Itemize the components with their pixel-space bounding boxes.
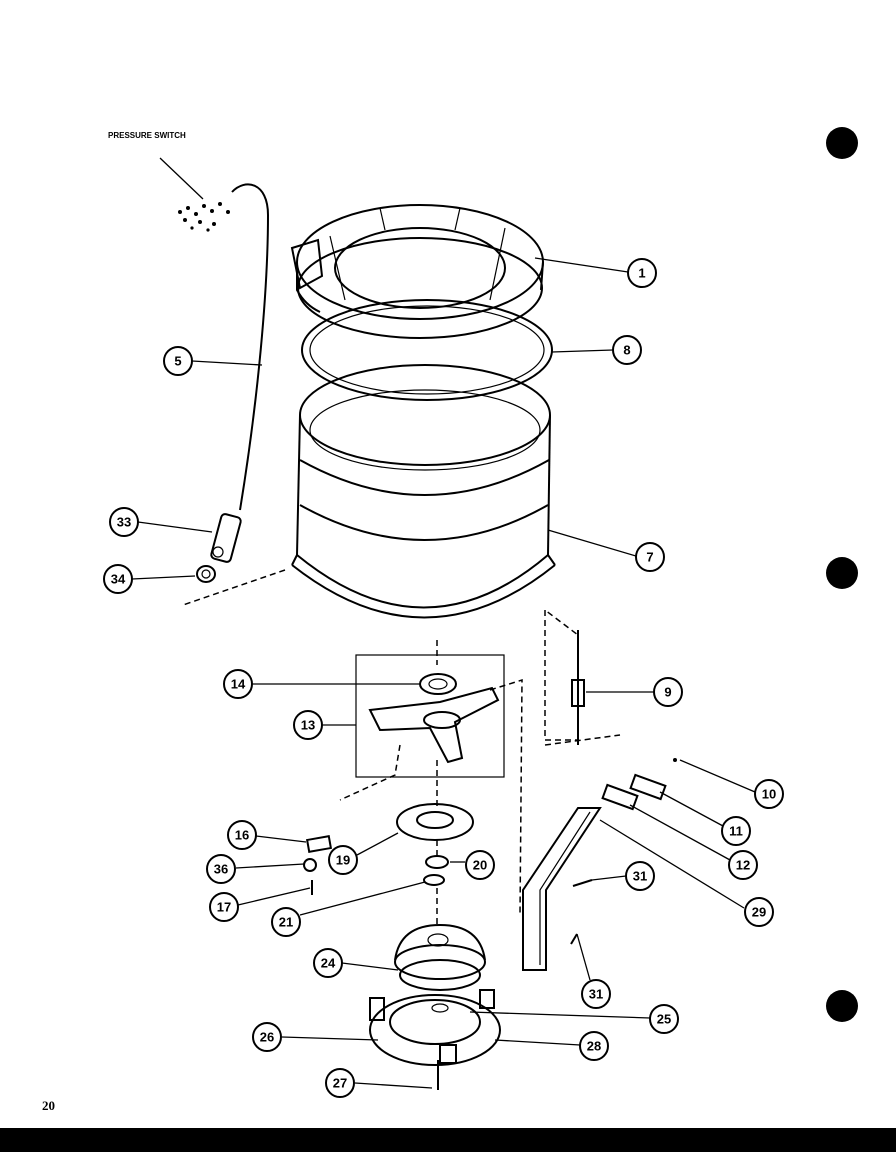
binder-hole-middle: [826, 557, 858, 589]
washer-lower: [423, 874, 445, 886]
seal: [396, 803, 474, 841]
hose-dash-line: [182, 569, 286, 606]
tub: [291, 364, 556, 619]
svg-text:16: 16: [235, 828, 249, 843]
hose-fitting: [210, 513, 242, 563]
hub: [394, 923, 486, 991]
hose: [231, 183, 270, 511]
svg-text:36: 36: [214, 862, 228, 877]
page-number: 20: [42, 1098, 55, 1113]
screw-31-bottom: [570, 933, 578, 945]
svg-text:9: 9: [664, 685, 671, 700]
svg-text:21: 21: [279, 915, 293, 930]
callout-19: 19: [328, 845, 358, 875]
hub-bracket-box: [355, 654, 505, 778]
svg-text:14: 14: [231, 677, 246, 692]
callout-9: 9: [653, 677, 683, 707]
callout-25: 25: [649, 1004, 679, 1034]
callout-31-bottom: 31: [581, 979, 611, 1009]
pressure-switch-leader: [159, 157, 204, 200]
pressure-switch-label: PRESSURE SWITCH: [108, 131, 186, 140]
washer: [425, 855, 449, 869]
svg-text:28: 28: [587, 1039, 601, 1054]
svg-text:11: 11: [729, 824, 743, 839]
binder-hole-top: [826, 127, 858, 159]
pressure-switch-dots: [178, 202, 230, 232]
grommet: [303, 858, 317, 872]
svg-text:26: 26: [260, 1030, 274, 1045]
callout-16: 16: [227, 820, 257, 850]
scan-edge: [0, 1128, 896, 1152]
wire-dash-2: [544, 734, 621, 746]
callout-7: 7: [635, 542, 665, 572]
svg-text:17: 17: [217, 900, 231, 915]
svg-text:31: 31: [633, 869, 647, 884]
svg-text:19: 19: [336, 853, 350, 868]
bracket-12: [601, 783, 639, 811]
bracket-dash: [339, 744, 401, 801]
svg-text:1: 1: [638, 266, 645, 281]
svg-text:20: 20: [473, 858, 487, 873]
svg-text:29: 29: [752, 905, 766, 920]
tub-ring: [290, 204, 544, 339]
callout-24: 24: [313, 948, 343, 978]
svg-text:33: 33: [117, 515, 131, 530]
callout-8: 8: [612, 335, 642, 365]
callout-34: 34: [103, 564, 133, 594]
callout-17: 17: [209, 892, 239, 922]
svg-text:31: 31: [589, 987, 603, 1002]
base: [369, 989, 501, 1066]
nut: [196, 565, 216, 583]
callout-20: 20: [465, 850, 495, 880]
clip: [305, 835, 333, 853]
svg-text:27: 27: [333, 1076, 347, 1091]
svg-text:8: 8: [623, 343, 630, 358]
leader-lines: [131, 257, 756, 1089]
callout-12: 12: [728, 850, 758, 880]
wire-dash: [544, 609, 579, 741]
callout-36: 36: [206, 854, 236, 884]
callout-28: 28: [579, 1031, 609, 1061]
gasket: [301, 299, 553, 401]
callout-5: 5: [163, 346, 193, 376]
callout-10: 10: [754, 779, 784, 809]
screw-31-top: [572, 879, 593, 887]
svg-text:10: 10: [762, 787, 776, 802]
svg-text:34: 34: [111, 572, 126, 587]
leg: [522, 807, 602, 971]
callout-21: 21: [271, 907, 301, 937]
svg-text:24: 24: [321, 956, 336, 971]
wire-connector: [571, 679, 585, 707]
right-dash: [489, 678, 523, 916]
callout-26: 26: [252, 1022, 282, 1052]
svg-text:7: 7: [646, 550, 653, 565]
screw-10: [673, 758, 677, 762]
svg-text:12: 12: [736, 858, 750, 873]
callout-29: 29: [744, 897, 774, 927]
bracket-11: [629, 773, 667, 801]
callout-31-top: 31: [625, 861, 655, 891]
callout-13: 13: [293, 710, 323, 740]
callout-33: 33: [109, 507, 139, 537]
svg-text:13: 13: [301, 718, 315, 733]
binder-hole-bottom: [826, 990, 858, 1022]
callout-11: 11: [721, 816, 751, 846]
callout-27: 27: [325, 1068, 355, 1098]
callout-14: 14: [223, 669, 253, 699]
svg-text:5: 5: [174, 354, 181, 369]
callouts: 1 8 5 33 34 7 14 13 9 10 11 12 16 19 20 …: [103, 258, 784, 1098]
svg-text:25: 25: [657, 1012, 671, 1027]
callout-1: 1: [627, 258, 657, 288]
